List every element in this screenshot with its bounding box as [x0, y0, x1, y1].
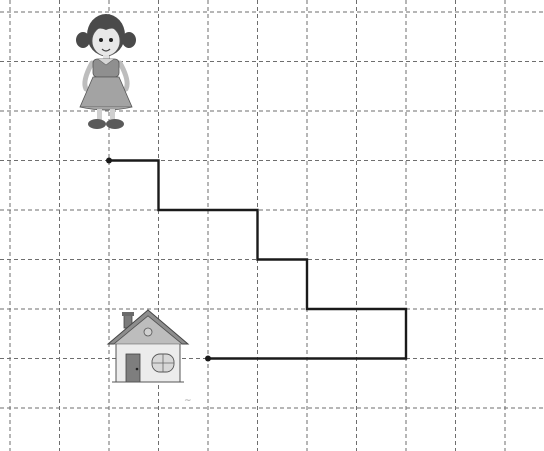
start-point — [106, 158, 112, 164]
house-icon — [108, 310, 188, 382]
end-point — [205, 356, 211, 362]
faint-watermark: ~ — [184, 396, 192, 406]
girl-figure-icon — [76, 14, 136, 129]
